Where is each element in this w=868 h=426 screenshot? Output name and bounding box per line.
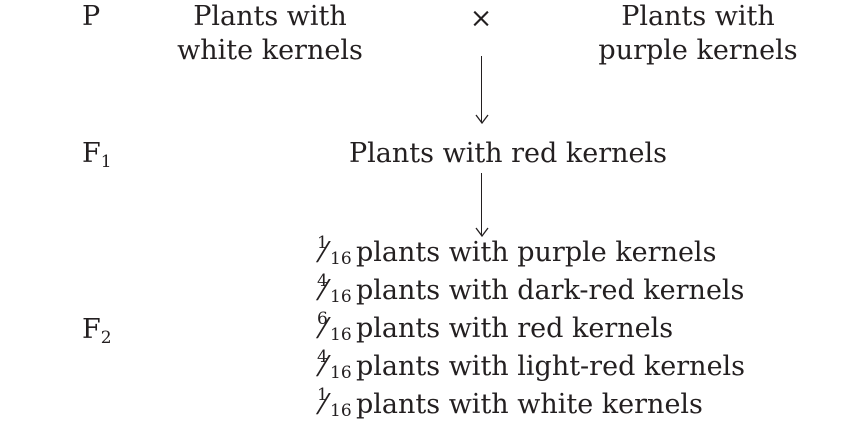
fraction: 6⁄16 <box>317 309 352 345</box>
f1-label: Plants with red kernels <box>349 138 668 169</box>
fraction-numerator: 4 <box>317 347 328 367</box>
fraction: 4⁄16 <box>317 347 352 383</box>
arrow-p-to-f1 <box>475 56 489 124</box>
arrowhead-icon <box>475 227 489 237</box>
f2-phenotype-text: plants with white kernels <box>356 389 703 420</box>
generation-f2-subscript: 2 <box>100 328 112 348</box>
generation-label-p: P <box>82 0 100 34</box>
cross-symbol: × <box>469 3 493 34</box>
arrowhead-icon <box>475 114 489 124</box>
generation-f2-base: F <box>82 314 101 345</box>
parent-white-line2: white kernels <box>177 35 363 66</box>
fraction-numerator: 6 <box>317 309 328 329</box>
generation-f1-subscript: 1 <box>100 152 112 172</box>
fraction-denominator: 16 <box>330 325 352 345</box>
fraction-numerator: 1 <box>317 385 328 405</box>
parent-purple-line2: purple kernels <box>598 35 798 66</box>
f2-phenotype-text: plants with dark-red kernels <box>356 275 745 306</box>
generation-p-text: P <box>82 1 101 32</box>
generation-label-f2: F2 <box>82 313 112 347</box>
fraction: 1⁄16 <box>317 233 352 269</box>
parent-purple-line1: Plants with <box>621 1 775 32</box>
fraction-numerator: 1 <box>317 233 328 253</box>
fraction: 4⁄16 <box>317 271 352 307</box>
generation-label-f1: F1 <box>82 137 112 171</box>
parent-white-label: Plants with white kernels <box>160 0 380 68</box>
generation-f1-base: F <box>82 138 101 169</box>
fraction-denominator: 16 <box>330 401 352 421</box>
f2-phenotype-text: plants with light-red kernels <box>356 351 746 382</box>
fraction: 1⁄16 <box>317 385 352 421</box>
arrow-f1-to-f2 <box>475 173 489 237</box>
f2-phenotype-text: plants with red kernels <box>356 313 674 344</box>
fraction-denominator: 16 <box>330 249 352 269</box>
parent-white-line1: Plants with <box>193 1 347 32</box>
fraction-numerator: 4 <box>317 271 328 291</box>
f2-phenotype-text: plants with purple kernels <box>356 237 717 268</box>
fraction-denominator: 16 <box>330 287 352 307</box>
fraction-denominator: 16 <box>330 363 352 383</box>
parent-purple-label: Plants with purple kernels <box>588 0 808 68</box>
